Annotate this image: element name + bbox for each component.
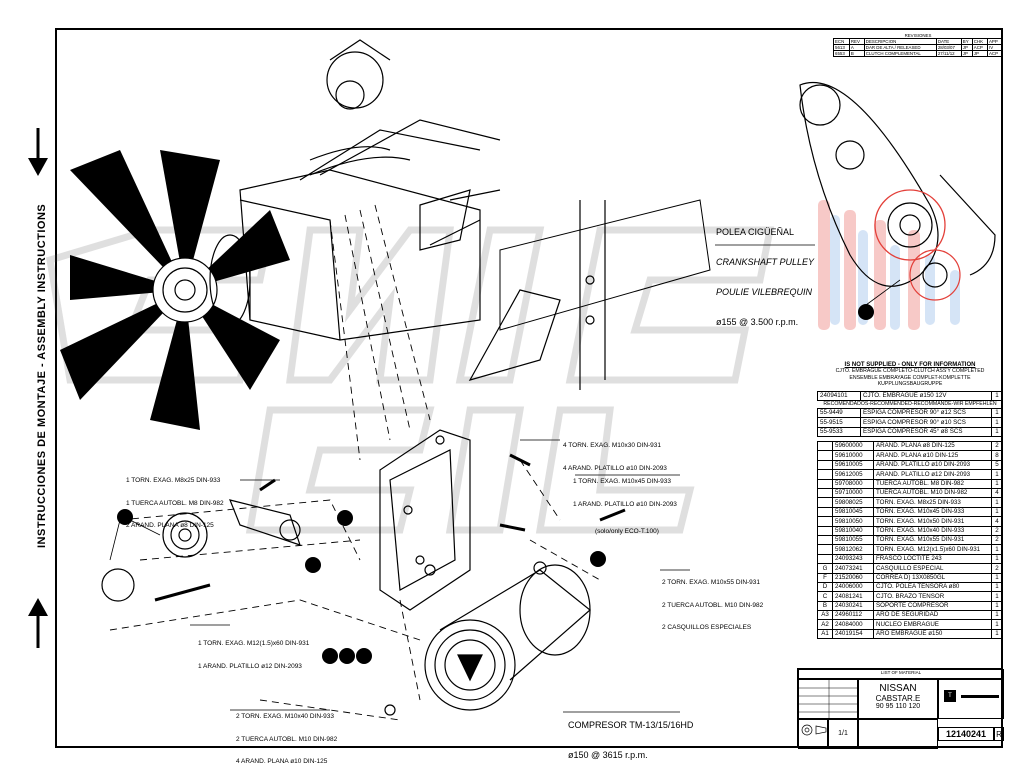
title-block: LIST OF MATERIAL NISSAN CABSTAR.E 90 95 … (797, 668, 1004, 749)
model-variant: CABSTAR.E (875, 694, 921, 703)
drawing-number: 12140241 (938, 727, 994, 741)
callout-screws-m10x30: 4 TORN. EXAG. M10x30 DIN-931 4 ARAND. PL… (563, 442, 667, 472)
not-supplied-note: IS NOT SUPPLIED - ONLY FOR INFORMATION (844, 362, 976, 368)
callout-screw-m12: 1 TORN. EXAG. M12(1.5)x60 DIN-931 1 ARAN… (198, 640, 310, 670)
clutch-header-2: ENSEMBLE EMBRAYAGE COMPLET-KOMPLETTE KUP… (849, 374, 971, 388)
arrow-down-icon (28, 128, 48, 178)
model-block: NISSAN CABSTAR.E 90 95 110 120 (858, 679, 938, 719)
callout-screws-m10x55: 2 TORN. EXAG. M10x55 DIN-931 2 TUERCA AU… (662, 579, 764, 631)
list-label: LIST OF MATERIAL (798, 669, 1004, 679)
arrow-up-icon (28, 598, 48, 648)
callout-screw-m8x25: 1 TORN. EXAG. M8x25 DIN-933 1 TUERCA AUT… (126, 477, 224, 529)
clutch-table: 24094101 CJTO. EMBRAGUE ø150 12V 1 (817, 390, 1003, 401)
revisions-table: REVISIONES ECN REV DESCRIPCION DATE BY C… (833, 33, 1003, 57)
drawing-frame (55, 28, 1003, 748)
clutch-header-1: CJTO. EMBRAGUE COMPLETO-CLUTCH ASS'Y COM… (835, 368, 985, 374)
model-name: NISSAN (879, 683, 917, 694)
pulley-label: POLEA CIGÜEÑAL CRANKSHAFT PULLEY POULIE … (716, 227, 815, 327)
approval-grid (798, 679, 859, 720)
callout-markers (117, 304, 874, 664)
callout-screws-m10x40: 2 TORN. EXAG. M10x40 DIN-933 2 TUERCA AU… (236, 713, 338, 765)
callout-screw-m10x45: 1 TORN. EXAG. M10x45 DIN-933 1 ARAND. PL… (573, 478, 677, 535)
company-logo: T (938, 679, 1004, 719)
compressor-label: COMPRESOR TM-13/15/16HD ø150 @ 3615 r.p.… (568, 720, 694, 760)
sheet-number: 1/1 (828, 719, 858, 749)
projection-symbol (798, 719, 828, 749)
table-row: 24094101 CJTO. EMBRAGUE ø150 12V 1 (817, 390, 1003, 401)
revision-letter: R (994, 727, 1004, 741)
recommended-header: RECOMENDADOS-RECOMMENDED-RECOMMANDE-WIR … (823, 400, 997, 407)
model-versions: 90 95 110 120 (875, 703, 921, 710)
blank-cell (858, 719, 938, 749)
parts-list: IS NOT SUPPLIED - ONLY FOR INFORMATION C… (817, 362, 1003, 640)
